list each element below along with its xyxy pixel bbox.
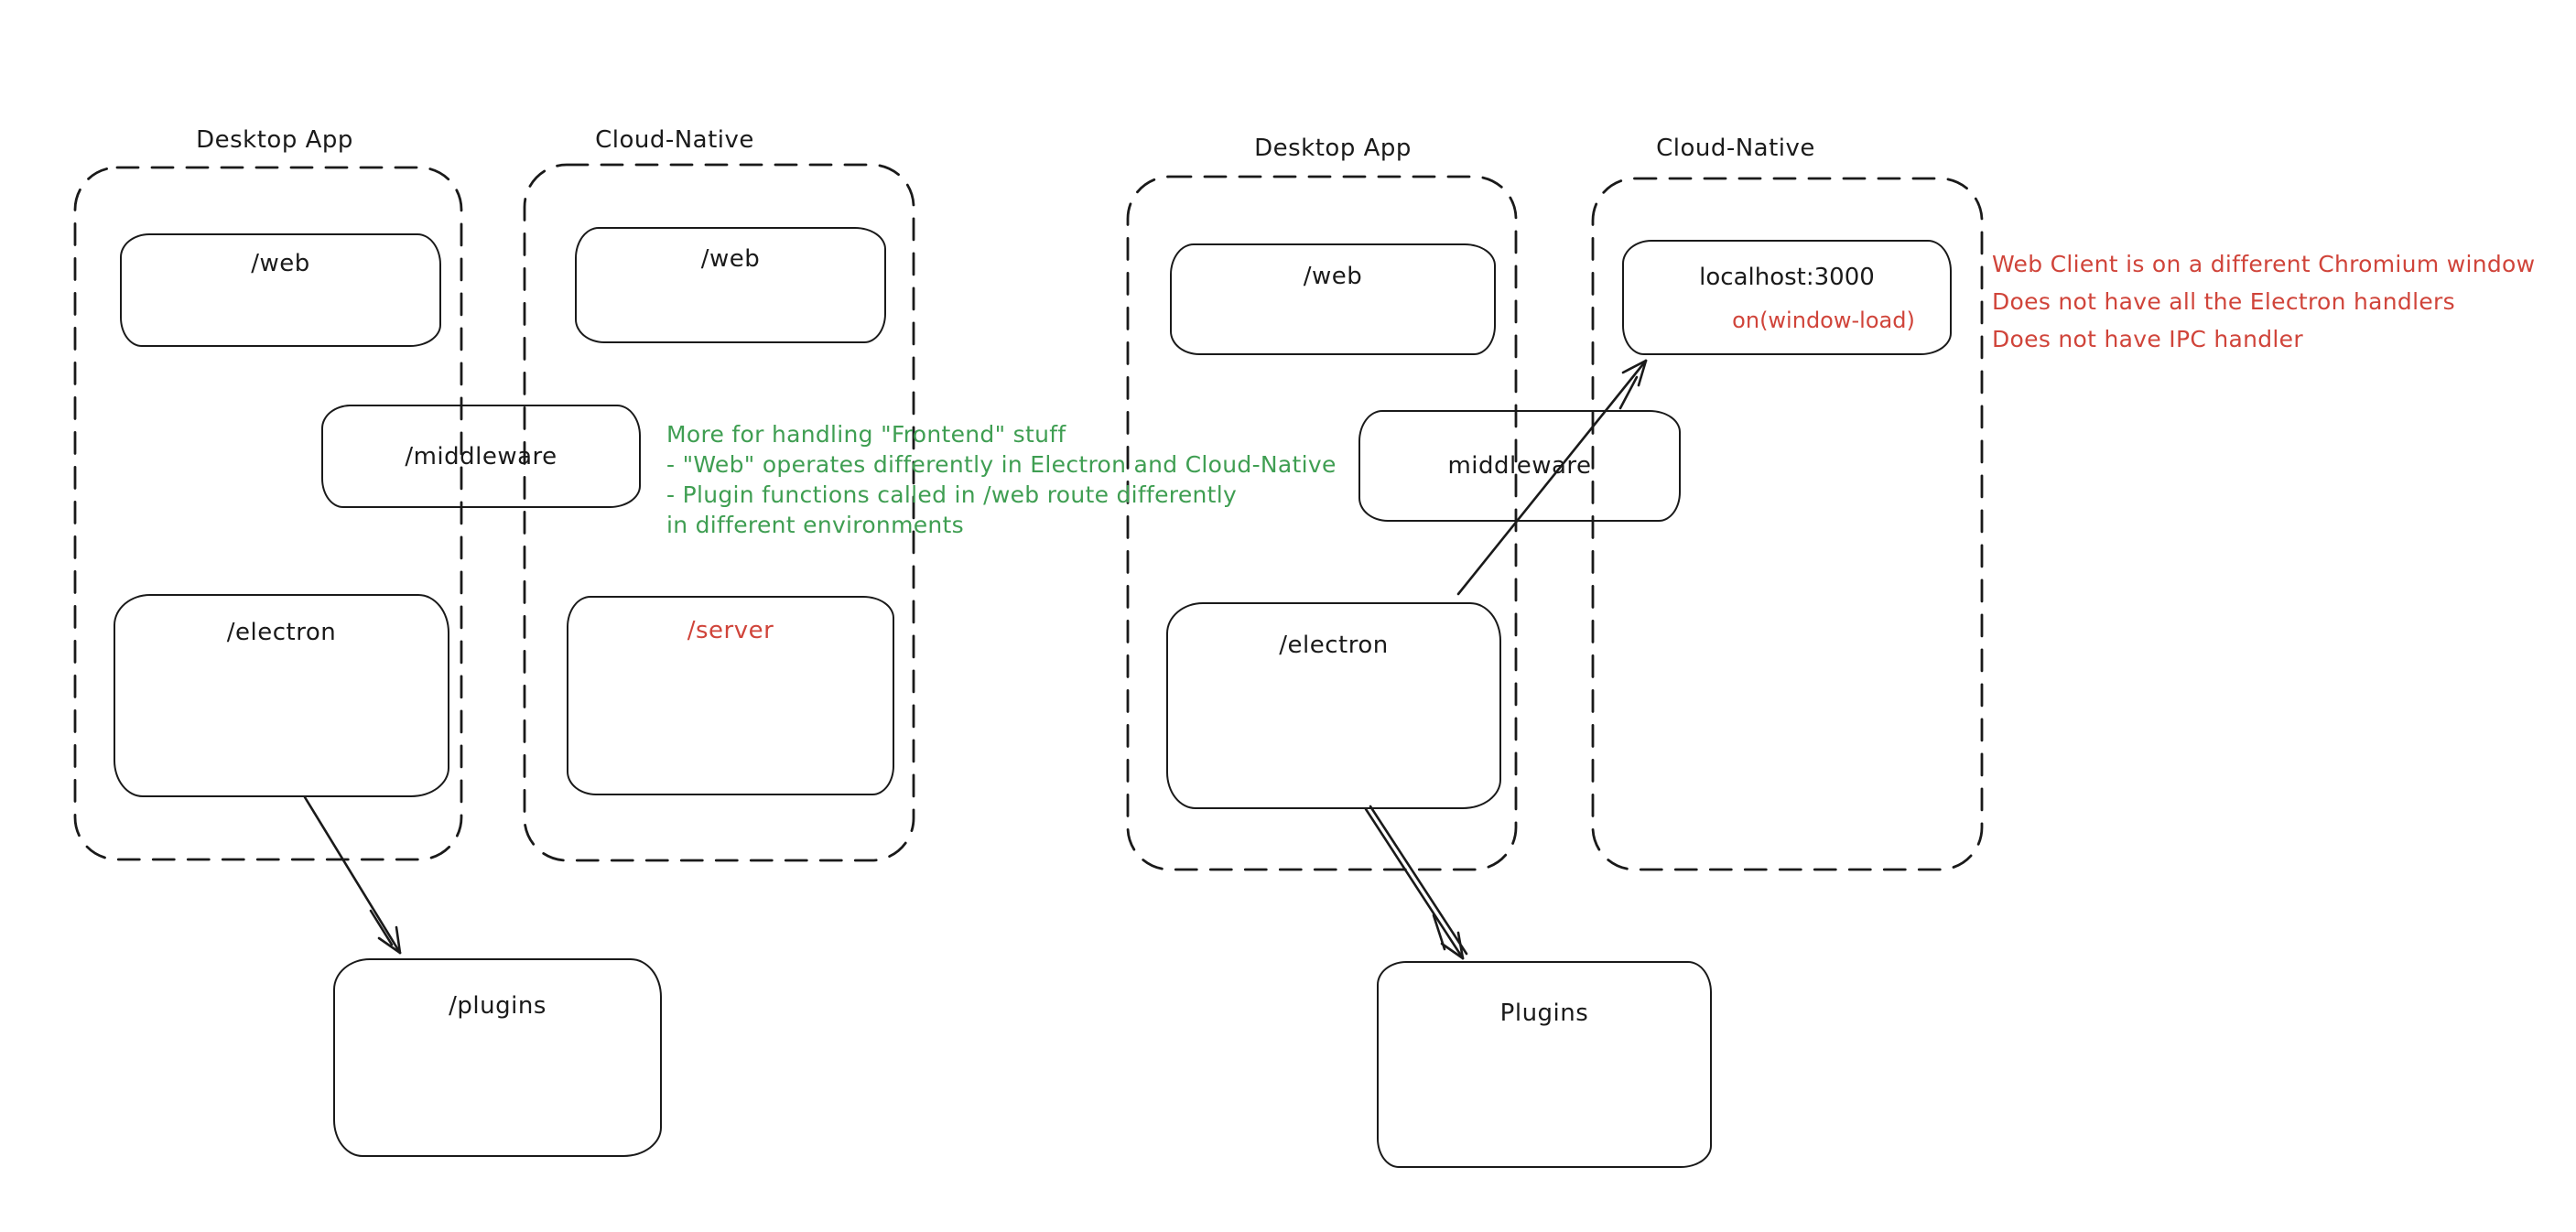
right-localhost-box-event: on(window-load) bbox=[1732, 308, 1915, 333]
green-annotation-line: - "Web" operates differently in Electron… bbox=[666, 451, 1337, 478]
right-plugins-box-label: Plugins bbox=[1499, 1000, 1589, 1027]
left-desktop-app-label: Desktop App bbox=[196, 126, 353, 154]
left-web-desktop-box-label: /web bbox=[251, 250, 310, 277]
left-electron-box-label: /electron bbox=[226, 619, 337, 646]
left-cloud-native-label: Cloud-Native bbox=[595, 126, 754, 154]
left-middleware-box: /middleware bbox=[321, 405, 641, 508]
right-localhost-box: localhost:3000 on(window-load) bbox=[1622, 240, 1952, 355]
left-server-box: /server bbox=[567, 596, 894, 795]
left-web-cloud-box-label: /web bbox=[700, 245, 761, 273]
right-middleware-box: middleware bbox=[1358, 410, 1681, 522]
right-plugins-box: Plugins bbox=[1377, 961, 1712, 1168]
green-annotation-line: More for handling "Frontend" stuff bbox=[666, 421, 1066, 448]
right-localhost-box-title: localhost:3000 bbox=[1699, 264, 1875, 291]
right-desktop-app-label: Desktop App bbox=[1254, 135, 1412, 162]
right-electron-box: /electron bbox=[1166, 602, 1501, 809]
green-annotation-line: - Plugin functions called in /web route … bbox=[666, 481, 1238, 508]
left-electron-box: /electron bbox=[114, 594, 449, 797]
right-web-box: /web bbox=[1170, 243, 1496, 355]
left-plugins-box-label: /plugins bbox=[449, 992, 547, 1020]
red-annotation-line: Does not have IPC handler bbox=[1992, 326, 2303, 352]
right-cloud-native-zone bbox=[1591, 177, 1984, 871]
red-annotation: Web Client is on a different Chromium wi… bbox=[1992, 245, 2535, 358]
arrow-right-electron-to-localhost bbox=[1456, 359, 1648, 596]
red-annotation-line: Does not have all the Electron handlers bbox=[1992, 288, 2455, 315]
green-annotation-line: in different environments bbox=[666, 512, 964, 538]
left-middleware-box-label: /middleware bbox=[405, 442, 557, 470]
left-plugins-box: /plugins bbox=[333, 958, 662, 1157]
left-server-box-label: /server bbox=[687, 617, 774, 644]
left-desktop-app-zone bbox=[73, 166, 463, 861]
right-middleware-box-label: middleware bbox=[1447, 452, 1592, 480]
arrow-left-electron-to-plugins bbox=[303, 795, 402, 955]
left-web-cloud-box: /web bbox=[575, 227, 886, 343]
left-cloud-native-zone bbox=[523, 163, 915, 862]
left-web-desktop-box: /web bbox=[120, 233, 441, 347]
green-annotation: More for handling "Frontend" stuff - "We… bbox=[666, 419, 1337, 540]
red-annotation-line: Web Client is on a different Chromium wi… bbox=[1992, 251, 2536, 277]
right-electron-box-label: /electron bbox=[1279, 632, 1389, 659]
right-cloud-native-label: Cloud-Native bbox=[1656, 135, 1815, 162]
arrow-right-electron-to-plugins bbox=[1364, 805, 1468, 960]
right-web-box-label: /web bbox=[1303, 263, 1363, 290]
